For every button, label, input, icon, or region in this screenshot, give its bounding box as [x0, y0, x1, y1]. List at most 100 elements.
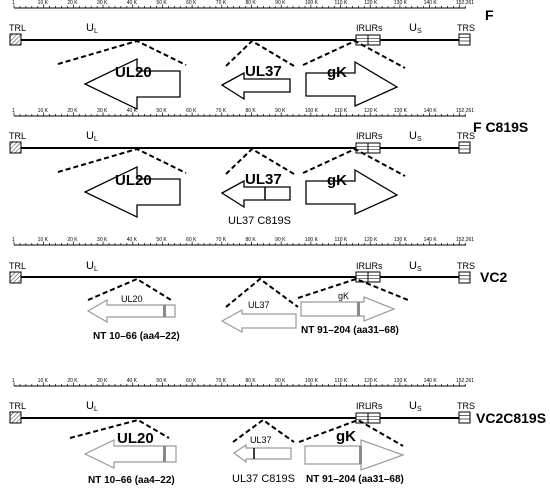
ul20-label: UL20	[117, 430, 154, 447]
gk-label: gK	[327, 172, 347, 189]
gk-label: gK	[338, 291, 349, 301]
axis-tick-label: 100 K	[305, 108, 319, 114]
axis-tick-label: 90 K	[275, 0, 286, 6]
irl-label: IRL	[356, 261, 370, 271]
trl-label: TRL	[9, 401, 26, 411]
axis-tick-label: 50 K	[156, 108, 167, 114]
axis-tick-label: 80 K	[245, 378, 256, 384]
irs-label: IRs	[369, 261, 383, 271]
axis-end-label: 152,261	[456, 0, 474, 6]
axis-tick-label: 70 K	[216, 378, 227, 384]
us-label: US	[409, 22, 422, 35]
ul37-label: UL37	[250, 435, 272, 445]
irs-label: IRs	[369, 131, 383, 141]
ul37-label: UL37	[248, 300, 270, 310]
zoom-line-ul37	[232, 418, 295, 443]
ul-label: UL	[86, 400, 98, 413]
axis-tick-label: 10 K	[38, 0, 49, 6]
ul20-label: UL20	[121, 294, 143, 304]
irl-label: IRL	[356, 131, 370, 141]
axis-tick-label: 80 K	[245, 237, 256, 243]
axis-tick-label: 60 K	[186, 237, 197, 243]
strain-label: VC2C819S	[476, 410, 546, 426]
irs-label: IRs	[369, 23, 383, 33]
axis-tick-label: 30 K	[97, 237, 108, 243]
us-label: US	[409, 260, 422, 273]
trs-box	[458, 141, 471, 154]
zoom-line-ul20	[87, 277, 172, 301]
trs-label: TRS	[457, 401, 475, 411]
axis-tick-label: 40 K	[127, 237, 138, 243]
axis-tick-label: 60 K	[186, 378, 197, 384]
axis-tick-label: 50 K	[156, 0, 167, 6]
gk-label: gK	[327, 64, 347, 81]
ul37-arrow	[232, 443, 292, 464]
gk-arrow	[305, 60, 399, 108]
ul20-insert-bar	[163, 305, 166, 317]
axis-tick-label: 40 K	[127, 0, 138, 6]
axis-tick-label: 130 K	[394, 108, 408, 114]
zoom-line-ul37	[225, 147, 295, 175]
axis-tick-label: 50 K	[156, 237, 167, 243]
ul37-label: UL37	[245, 171, 282, 188]
ul20-arrow	[83, 439, 177, 469]
ul37-mutation-label: UL37 C819S	[232, 473, 295, 485]
axis-tick-label: 110 K	[335, 0, 348, 6]
axis-tick-label: 50 K	[156, 378, 167, 384]
zoom-line-ul37	[225, 277, 299, 308]
axis-start-label: 1	[12, 0, 15, 6]
trl-box	[9, 411, 22, 424]
axis-tick-label: 140 K	[424, 378, 438, 384]
zoom-line-ul20	[57, 147, 187, 174]
gk-insert-bar	[359, 446, 362, 464]
trl-box	[9, 33, 22, 46]
nt-left-label: NT 10–66 (aa4–22)	[93, 331, 180, 342]
axis-tick-label: 100 K	[305, 0, 319, 6]
trl-label: TRL	[9, 131, 26, 141]
axis-tick-label: 120 K	[364, 378, 378, 384]
ul37-arrow	[220, 71, 291, 101]
axis-tick-label: 110 K	[335, 378, 348, 384]
axis-tick-label: 130 K	[394, 0, 408, 6]
gk-arrow	[300, 296, 396, 322]
axis-tick-label: 80 K	[245, 108, 256, 114]
axis-start-label: 1	[12, 378, 15, 384]
trl-box	[9, 271, 22, 284]
ul37-mutation-label: UL37 C819S	[228, 215, 291, 227]
axis-tick-label: 100 K	[305, 237, 319, 243]
axis-tick-label: 90 K	[275, 108, 286, 114]
zoom-line-gk	[302, 147, 406, 177]
zoom-line-gk	[297, 277, 409, 301]
strain-label: F	[485, 7, 494, 23]
nt-right-label: NT 91–204 (aa31–68)	[301, 325, 399, 336]
zoom-line-gk	[298, 418, 404, 447]
zoom-line-gk	[302, 39, 406, 69]
axis-tick-label: 70 K	[216, 237, 227, 243]
ul37-arrow	[220, 308, 297, 334]
ul-label: UL	[86, 22, 98, 35]
axis-tick-label: 110 K	[335, 237, 348, 243]
axis-tick-label: 10 K	[38, 108, 49, 114]
irs-label: IRs	[369, 401, 383, 411]
axis-end-label: 152,261	[456, 378, 474, 384]
axis-tick-label: 130 K	[394, 378, 408, 384]
axis-tick-label: 40 K	[127, 108, 138, 114]
irl-irs-box	[355, 412, 381, 424]
axis-tick-label: 140 K	[424, 0, 438, 6]
irl-label: IRL	[356, 401, 370, 411]
ul-label: UL	[86, 260, 98, 273]
zoom-line-ul20	[57, 39, 187, 66]
nt-right-label: NT 91–204 (aa31–68)	[306, 474, 404, 485]
strain-label: VC2	[480, 269, 507, 285]
axis-end-label: 152,261	[456, 108, 474, 114]
ul20-arrow	[83, 57, 181, 111]
ul20-arrow	[86, 298, 176, 324]
